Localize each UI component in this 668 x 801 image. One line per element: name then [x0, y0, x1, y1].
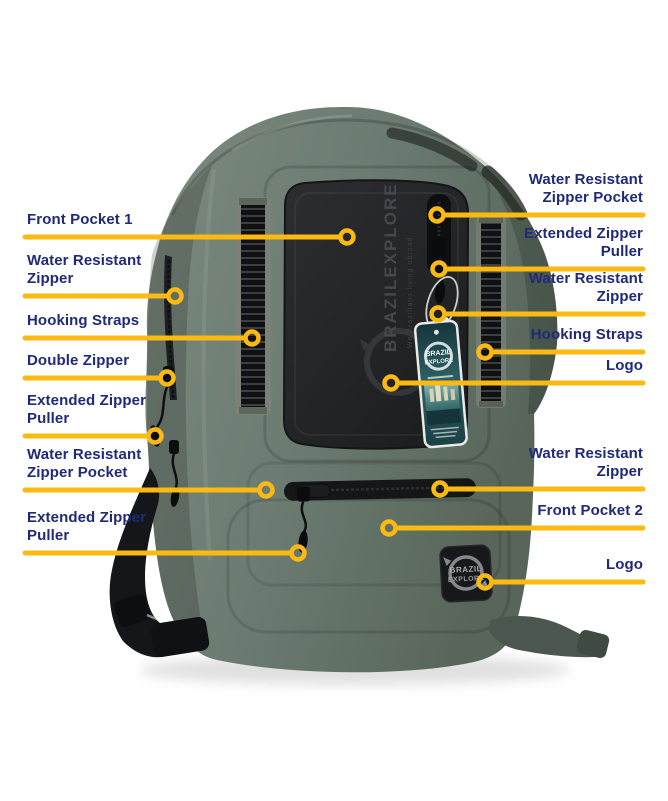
callout-label-water-resistant-zipper-left: Water Resistant Zipper	[27, 252, 142, 287]
callout-label-hooking-straps-left: Hooking Straps	[27, 312, 140, 329]
callout-label-front-pocket-1: Front Pocket 1	[27, 211, 133, 228]
callout-label-hooking-straps-right: Hooking Straps	[530, 326, 643, 343]
front-pocket-2-zipper	[284, 478, 476, 553]
callout-label-extended-zipper-puller-right: Extended Zipper Puller	[523, 225, 643, 260]
callout-label-water-resistant-zipper-lower: Water Resistant Zipper	[528, 445, 643, 480]
patch-logo-text-1: BRAZIL	[449, 564, 482, 575]
tag-logo-ring	[423, 341, 453, 371]
patch-logo-ring	[448, 555, 484, 591]
callout-label-double-zipper: Double Zipper	[27, 352, 130, 369]
hooking-straps-left	[235, 197, 271, 415]
callout-label-extended-zipper-puller-bottom-left: Extended Zipper Puller	[27, 509, 147, 544]
patch-logo-text-2: EXPLORE	[448, 575, 485, 584]
callout-label-water-resistant-zipper-pocket-right: Water Resistant Zipper Pocket	[528, 171, 643, 206]
bottom-right-strap	[489, 616, 610, 658]
shoulder-strap	[109, 468, 210, 658]
callout-label-front-pocket-2: Front Pocket 2	[537, 502, 643, 519]
callout-label-extended-zipper-puller-left: Extended Zipper Puller	[27, 392, 147, 427]
tag-logo-text-2: EXPLORE	[424, 358, 453, 366]
front-pocket-2-slider	[296, 486, 311, 502]
callout-label-water-resistant-zipper-pocket-left: Water Resistant Zipper Pocket	[27, 446, 142, 481]
panel-zipper-slider	[432, 238, 445, 258]
callout-label-logo-upper: Logo	[605, 357, 643, 374]
callout-label-water-resistant-zipper-right: Water Resistant Zipper	[528, 270, 643, 305]
callout-label-logo-lower: Logo	[605, 556, 643, 573]
logo-patch: BRAZIL EXPLORE	[439, 544, 493, 603]
top-closure-strip	[386, 127, 478, 172]
panel-brand-text: BRAZILEXPLORE	[381, 182, 400, 352]
tag-logo-text-1: BRAZIL	[425, 349, 452, 358]
panel-tagline-text: We Brazilians living abroad	[407, 237, 414, 348]
extended-zipper-puller-right	[434, 280, 446, 304]
